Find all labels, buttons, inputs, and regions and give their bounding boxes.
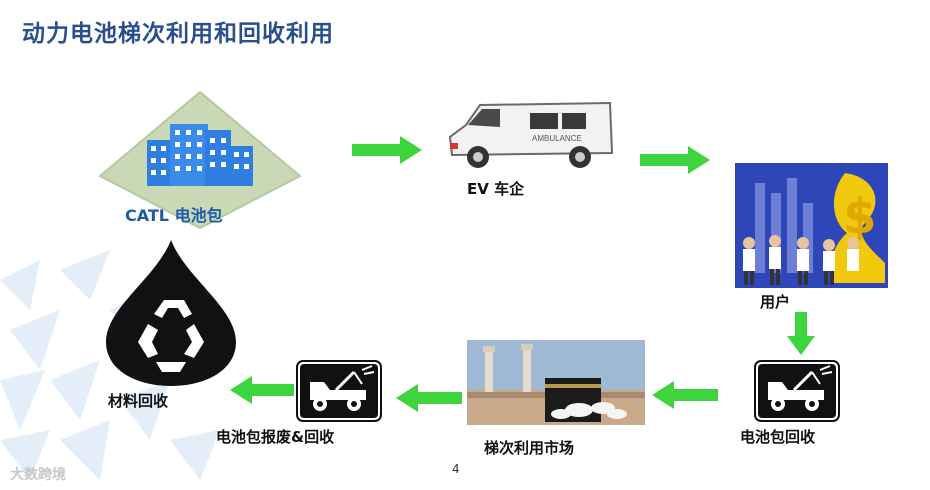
scrap-tow-truck-icon — [296, 360, 382, 422]
arrow-catl-to-ev — [352, 135, 424, 165]
ev-van-icon: AMBULANCE — [440, 95, 620, 175]
cascade-market-label: 梯次利用市场 — [484, 437, 574, 458]
watermark: 大数跨境 — [10, 464, 66, 484]
material-recycle-label: 材料回收 — [108, 390, 168, 411]
ev-label: EV 车企 — [467, 178, 524, 199]
catl-label: CATL 电池包 — [125, 202, 223, 226]
page-title: 动力电池梯次利用和回收利用 — [22, 14, 334, 48]
page-number: 4 — [452, 462, 460, 476]
arrow-market-to-scrap — [396, 383, 462, 413]
scrap-recycle-label: 电池包报废&回收 — [216, 426, 334, 447]
svg-text:$: $ — [843, 189, 876, 245]
user-people-image: $ — [735, 163, 888, 288]
arrow-ev-to-user — [640, 145, 712, 175]
pack-recycle-label: 电池包回收 — [740, 426, 815, 447]
tow-truck-icon — [754, 360, 840, 422]
van-lettering: AMBULANCE — [532, 134, 582, 143]
user-label: 用户 — [760, 291, 790, 312]
recycle-drop-icon — [96, 238, 246, 388]
arrow-pack-recycle-to-market — [652, 380, 718, 410]
cascade-market-image — [467, 340, 645, 425]
arrow-user-to-pack-recycle — [786, 312, 816, 356]
